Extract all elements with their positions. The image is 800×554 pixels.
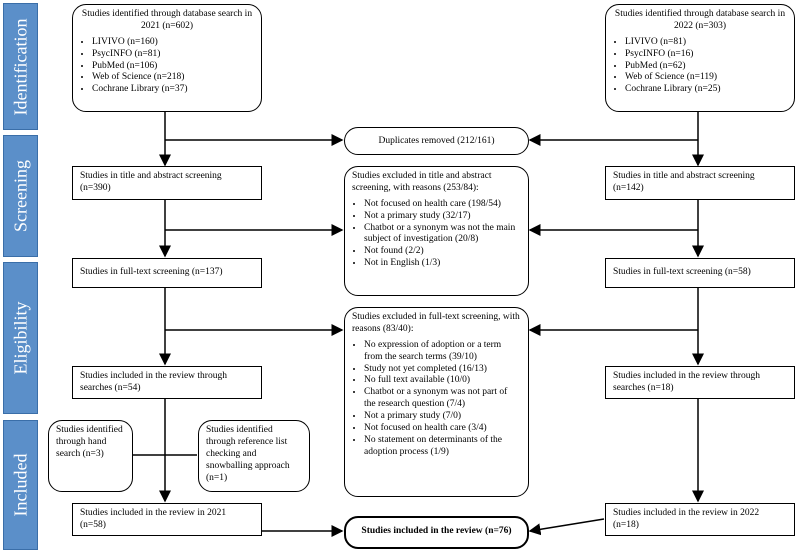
- phase-identification: Identification: [3, 3, 38, 130]
- right-db-item: Cochrane Library (n=25): [625, 84, 787, 96]
- left-db-item: PsycINFO (n=81): [92, 49, 254, 61]
- hand-search-label: Studies identified through hand search (…: [56, 425, 123, 459]
- excluded-ft-item: No statement on determinants of the adop…: [364, 435, 521, 459]
- duplicates-removed-box: Duplicates removed (212/161): [344, 127, 529, 155]
- excluded-ft-item: Not a primary study (7/0): [364, 411, 521, 423]
- excluded-ta-item: Not a primary study (32/17): [364, 211, 521, 223]
- right-fulltext-label: Studies in full-text screening (n=58): [613, 267, 751, 277]
- right-included-searches-box: Studies included in the review through s…: [605, 366, 795, 399]
- left-included-search-label: Studies included in the review through s…: [80, 371, 227, 393]
- phase-eligibility: Eligibility: [3, 262, 38, 414]
- excluded-ta-item: Not found (2/2): [364, 246, 521, 258]
- left-database-search-box: Studies identified through database sear…: [72, 4, 262, 112]
- right-db-item: PubMed (n=62): [625, 61, 787, 73]
- left-screen-label: Studies in title and abstract screening …: [80, 171, 222, 193]
- duplicates-label: Duplicates removed (212/161): [378, 136, 495, 146]
- left-db-item: Web of Science (n=218): [92, 72, 254, 84]
- hand-search-box: Studies identified through hand search (…: [48, 420, 133, 492]
- right-db-item: LIVIVO (n=81): [625, 37, 787, 49]
- right-final-included-box: Studies included in the review in 2022 (…: [605, 503, 795, 536]
- excluded-ta-item: Chatbot or a synonym was not the main su…: [364, 223, 521, 247]
- left-included-searches-box: Studies included in the review through s…: [72, 366, 262, 399]
- excluded-title-abstract-box: Studies excluded in title and abstract s…: [344, 166, 529, 296]
- left-fulltext-label: Studies in full-text screening (n=137): [80, 267, 223, 277]
- excluded-full-text-box: Studies excluded in full-text screening,…: [344, 307, 529, 497]
- left-db-title: Studies identified through database sear…: [81, 9, 253, 31]
- excluded-ft-item: Not focused on health care (3/4): [364, 423, 521, 435]
- left-db-item: Cochrane Library (n=37): [92, 84, 254, 96]
- excluded-ft-item: Study not yet completed (16/13): [364, 364, 521, 376]
- right-included-search-label: Studies included in the review through s…: [613, 371, 760, 393]
- left-db-item: LIVIVO (n=160): [92, 37, 254, 49]
- phase-included: Included: [3, 420, 38, 550]
- reference-list-label: Studies identified through reference lis…: [206, 425, 290, 483]
- excluded-ft-item: Chatbot or a synonym was not part of the…: [364, 387, 521, 411]
- excluded-ta-item: Not in English (1/3): [364, 258, 521, 270]
- excluded-ta-item: Not focused on health care (198/54): [364, 199, 521, 211]
- reference-list-box: Studies identified through reference lis…: [198, 420, 310, 492]
- left-full-text-screening-box: Studies in full-text screening (n=137): [72, 258, 262, 288]
- right-db-item: PsycINFO (n=16): [625, 49, 787, 61]
- left-final-included-box: Studies included in the review in 2021 (…: [72, 503, 262, 536]
- total-included-box: Studies included in the review (n=76): [344, 516, 529, 549]
- right-screen-label: Studies in title and abstract screening …: [613, 171, 755, 193]
- right-db-title: Studies identified through database sear…: [614, 9, 786, 31]
- left-db-item: PubMed (n=106): [92, 61, 254, 73]
- phase-screening: Screening: [3, 135, 38, 257]
- right-database-search-box: Studies identified through database sear…: [605, 4, 795, 112]
- excluded-ft-title: Studies excluded in full-text screening,…: [352, 312, 520, 334]
- excluded-ft-item: No expression of adoption or a term from…: [364, 340, 521, 364]
- excluded-ta-title: Studies excluded in title and abstract s…: [352, 171, 492, 193]
- right-full-text-screening-box: Studies in full-text screening (n=58): [605, 258, 795, 288]
- total-label: Studies included in the review (n=76): [361, 526, 512, 536]
- excluded-ft-item: No full text available (10/0): [364, 375, 521, 387]
- right-title-abstract-screening-box: Studies in title and abstract screening …: [605, 166, 795, 200]
- right-db-item: Web of Science (n=119): [625, 72, 787, 84]
- left-final-label: Studies included in the review in 2021 (…: [80, 508, 227, 530]
- right-final-label: Studies included in the review in 2022 (…: [613, 508, 760, 530]
- left-title-abstract-screening-box: Studies in title and abstract screening …: [72, 166, 262, 200]
